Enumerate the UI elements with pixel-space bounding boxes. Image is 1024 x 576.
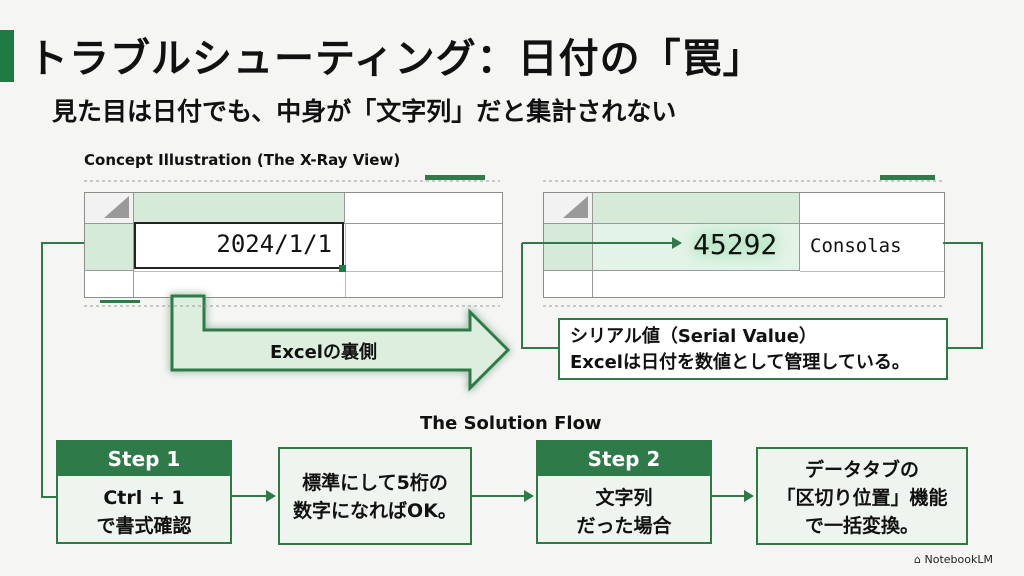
serial-value-box: シリアル値（Serial Value） Excelは日付を数値として管理している… bbox=[558, 318, 948, 380]
decor-barcode bbox=[100, 300, 140, 303]
serial-box-line2: Excelは日付を数値として管理している。 bbox=[570, 352, 910, 373]
left-col-header bbox=[345, 193, 502, 224]
step1-line2: で書式確認 bbox=[96, 515, 192, 537]
flow-arrowhead-3 bbox=[744, 490, 754, 502]
left-col-header-highlight bbox=[134, 193, 345, 224]
left-row-header-highlight bbox=[85, 224, 134, 271]
check-line1: 標準にして5桁の bbox=[302, 472, 448, 494]
page-title: トラブルシューティング：日付の「罠」 bbox=[28, 36, 764, 82]
brand-mark: ⌂ NotebookLM bbox=[914, 553, 993, 566]
step1-line1: Ctrl + 1 bbox=[103, 487, 185, 509]
left-grid-line bbox=[345, 224, 346, 297]
right-col-header-highlight bbox=[593, 193, 800, 224]
decor-barcode bbox=[425, 175, 485, 180]
right-corner-cell bbox=[544, 193, 593, 224]
notebook-icon: ⌂ bbox=[914, 553, 925, 566]
font-tag: Consolas bbox=[810, 235, 902, 257]
arrow-label: Excelの裏側 bbox=[270, 342, 377, 363]
convert-box: データタブの 「区切り位置」機能 で一括変換。 bbox=[756, 447, 968, 545]
flow-arrowhead-2 bbox=[524, 490, 534, 502]
right-bracket-line bbox=[943, 242, 983, 349]
left-corner-triangle bbox=[104, 196, 129, 218]
right-col-header bbox=[800, 193, 944, 224]
check-box: 標準にして5桁の 数字になればOK。 bbox=[278, 447, 472, 545]
right-connector-arrowhead bbox=[672, 237, 682, 249]
step1-header: Step 1 bbox=[58, 442, 230, 476]
step2-line1: 文字列 bbox=[595, 487, 653, 509]
left-row-header bbox=[85, 271, 134, 297]
step1-box: Step 1 Ctrl + 1 で書式確認 bbox=[56, 440, 232, 544]
concept-label: Concept Illustration (The X-Ray View) bbox=[84, 151, 401, 169]
check-line2: 数字になればOK。 bbox=[293, 500, 457, 522]
fill-handle bbox=[339, 265, 346, 272]
convert-line3: で一括変換。 bbox=[804, 515, 919, 537]
left-grid-line bbox=[134, 271, 502, 272]
big-arrow bbox=[170, 294, 511, 392]
left-connector-line bbox=[41, 242, 84, 498]
brand-label: NotebookLM bbox=[924, 553, 993, 566]
step2-header: Step 2 bbox=[538, 442, 710, 476]
flow-label: The Solution Flow bbox=[420, 413, 602, 434]
title-accent-bar bbox=[0, 30, 14, 82]
step2-box: Step 2 文字列 だった場合 bbox=[536, 440, 712, 544]
page-subtitle: 見た目は日付でも、中身が「文字列」だと集計されない bbox=[52, 97, 677, 126]
serial-box-line1: シリアル値（Serial Value） bbox=[570, 326, 817, 347]
right-corner-triangle bbox=[563, 196, 588, 218]
serial-number: 45292 bbox=[693, 228, 778, 261]
right-row-header bbox=[544, 271, 593, 297]
right-grid-line bbox=[800, 271, 944, 272]
right-row-header-highlight bbox=[544, 224, 593, 271]
step2-line2: だった場合 bbox=[576, 515, 672, 537]
convert-line1: データタブの bbox=[804, 459, 919, 481]
right-value-cell-highlight bbox=[593, 224, 800, 271]
flow-arrowhead-1 bbox=[266, 490, 276, 502]
date-text-cell: 2024/1/1 bbox=[134, 222, 344, 269]
convert-line2: 「区切り位置」機能 bbox=[776, 487, 948, 509]
serial-box-connector bbox=[521, 243, 558, 349]
right-grid bbox=[543, 192, 945, 298]
decor-barcode bbox=[880, 175, 935, 180]
